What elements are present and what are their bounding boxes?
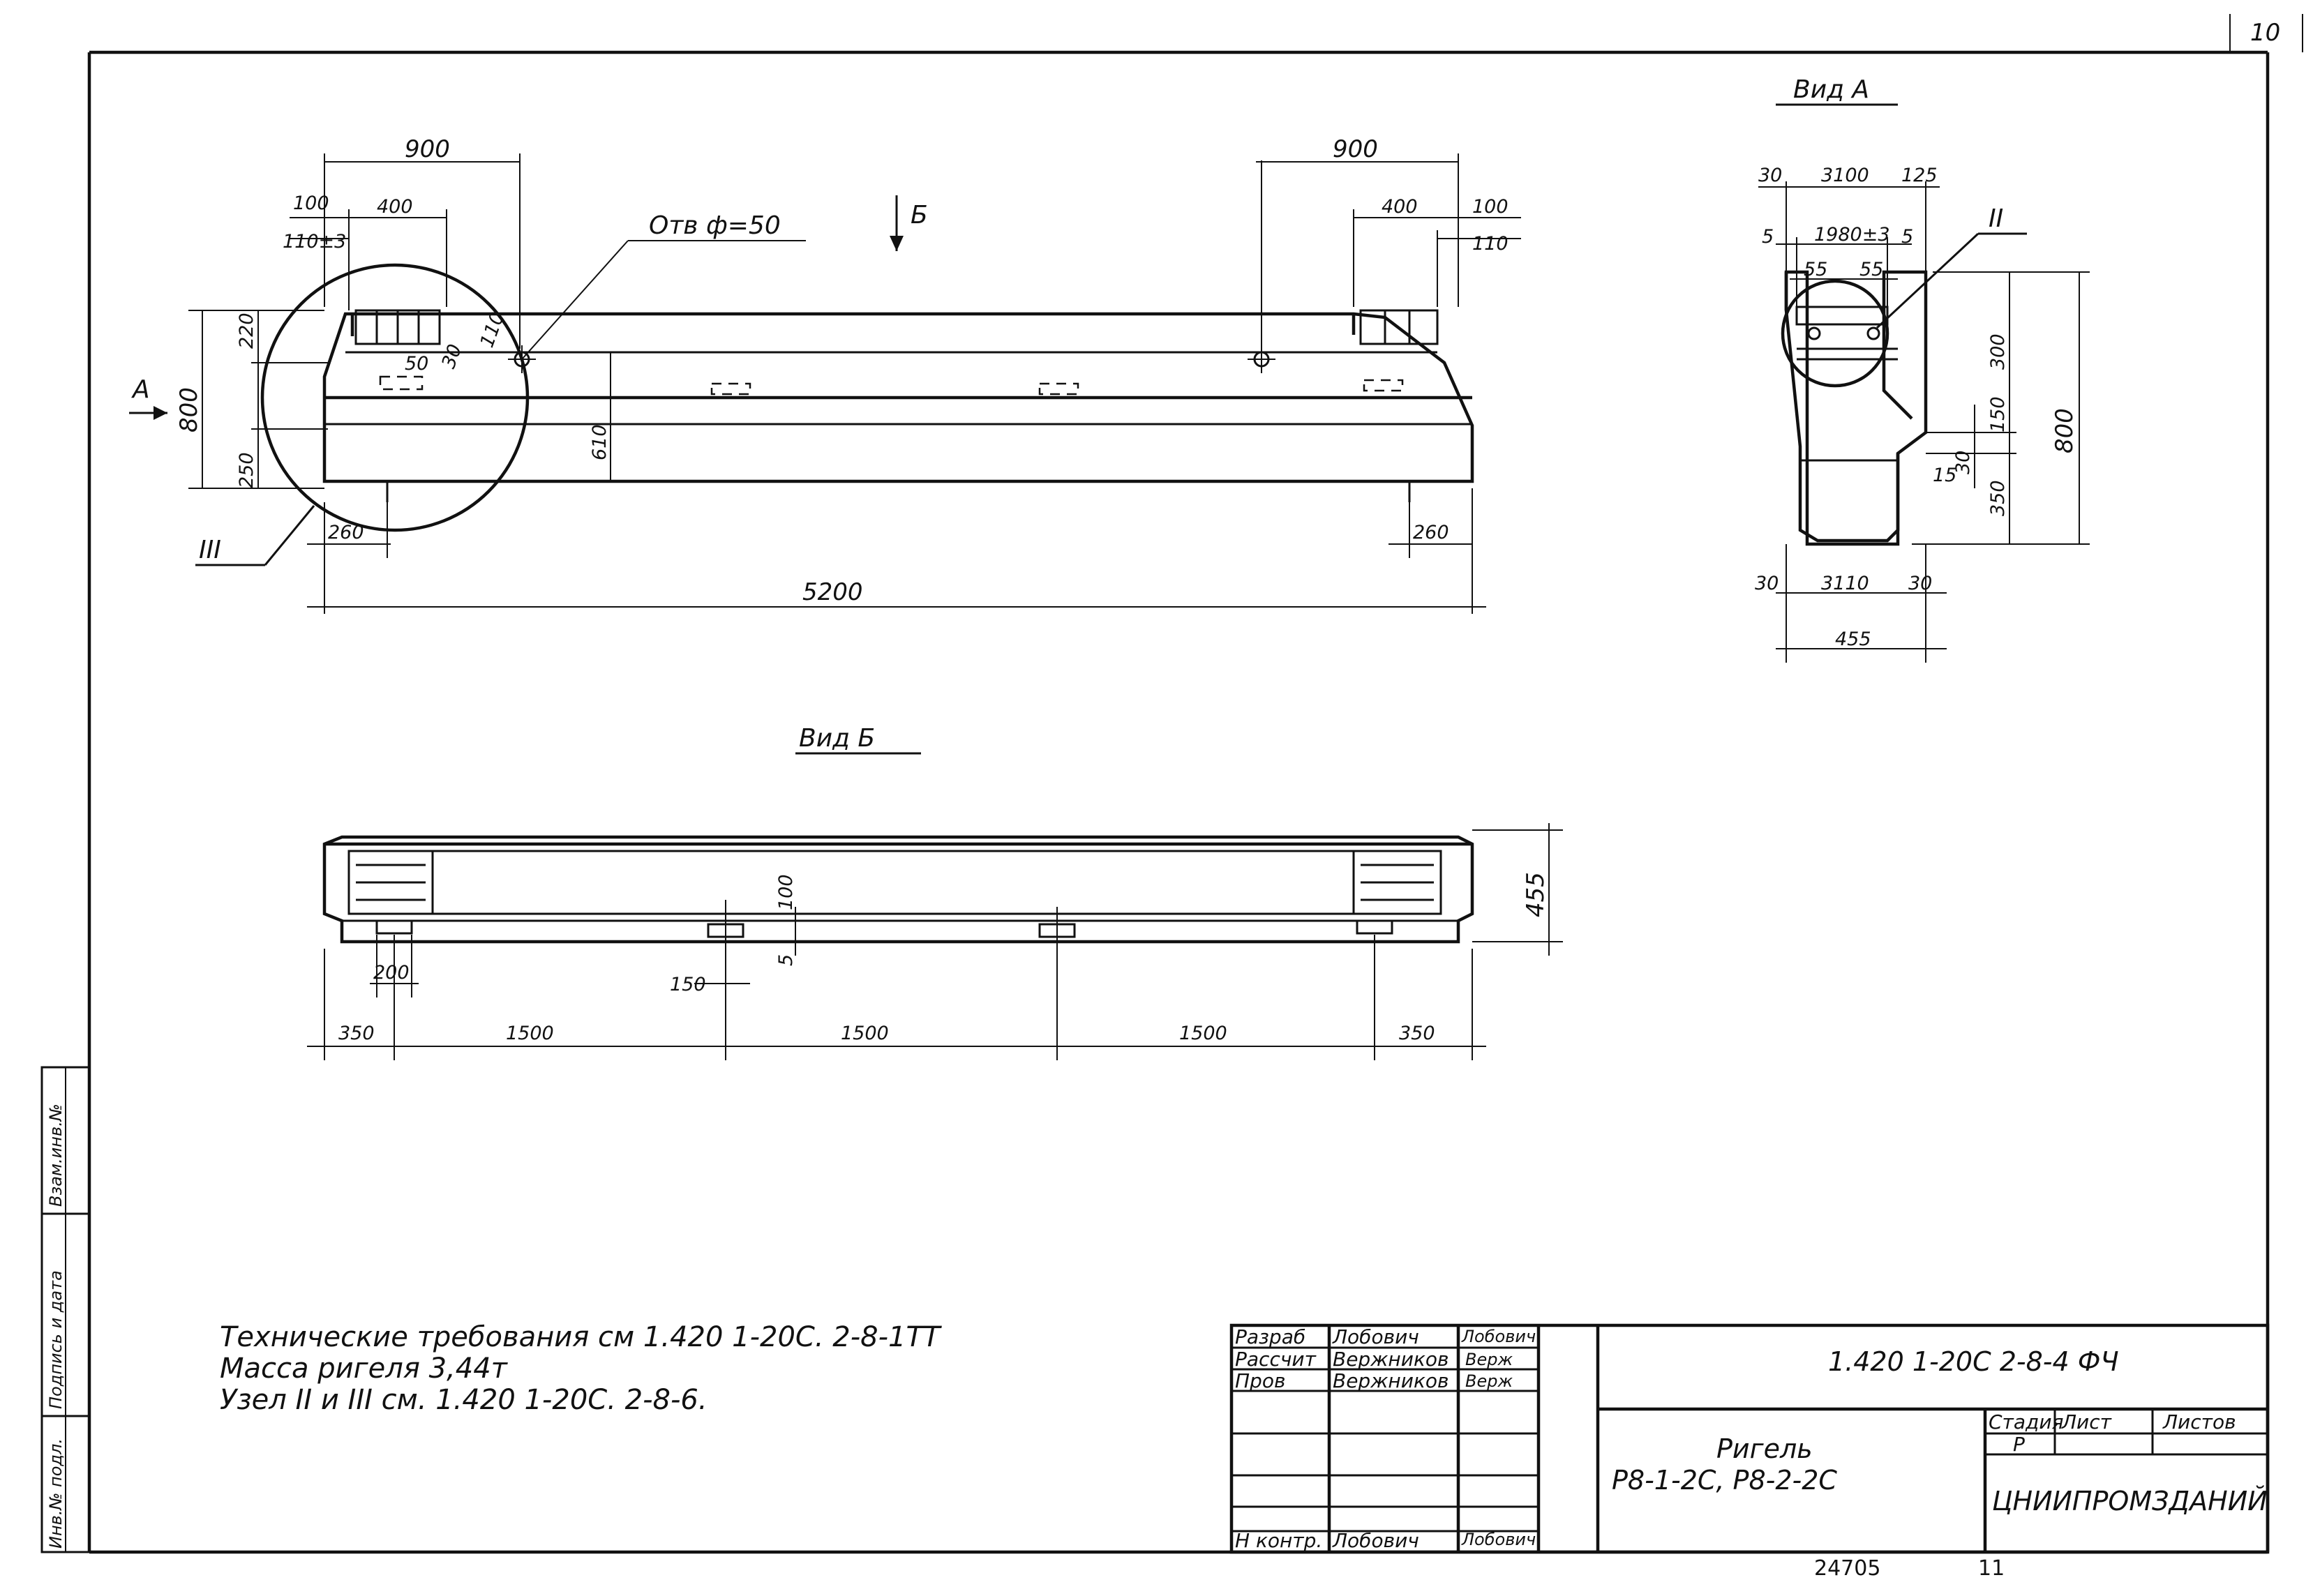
tb-document-code: 1.420 1-20С 2-8-4 ФЧ bbox=[1828, 1346, 2119, 1377]
view-b-dim-150: 150 bbox=[670, 974, 706, 995]
tb-stage-label: Стадия bbox=[1989, 1410, 2063, 1433]
tb-role-1: Рассчит bbox=[1235, 1348, 1317, 1371]
dim-right-400: 400 bbox=[1382, 196, 1418, 218]
dim-total-5200: 5200 bbox=[802, 578, 863, 606]
view-a-dim-3100: 3100 bbox=[1821, 165, 1869, 186]
view-b-dim-350-right: 350 bbox=[1399, 1023, 1435, 1044]
bottom-number-archive: 24705 bbox=[1814, 1556, 1880, 1581]
view-b-dim-1500-1: 1500 bbox=[506, 1023, 554, 1044]
tb-signature-1: Верж bbox=[1465, 1350, 1513, 1369]
view-a bbox=[1758, 103, 2090, 663]
tb-role-6: Н контр. bbox=[1235, 1529, 1322, 1552]
dim-bottom-right-260: 260 bbox=[1413, 522, 1449, 543]
tb-sheets-label: Листов bbox=[2162, 1410, 2236, 1433]
dim-left-900: 900 bbox=[405, 135, 450, 163]
tb-product-line2: Р8-1-2С, Р8-2-2С bbox=[1612, 1465, 1837, 1496]
view-a-dim-300: 300 bbox=[1987, 333, 2009, 370]
view-b-dim-100: 100 bbox=[775, 874, 797, 910]
view-b-title: Вид Б bbox=[799, 724, 875, 753]
note-nodes: Узел II и III см. 1.420 1-20С. 2-8-6. bbox=[220, 1384, 708, 1416]
note-tech-requirements: Технические требования см 1.420 1-20С. 2… bbox=[220, 1321, 943, 1353]
view-a-dim-455: 455 bbox=[1835, 628, 1871, 650]
tb-name-0: Лобович bbox=[1332, 1325, 1419, 1348]
tb-name-1: Вержников bbox=[1333, 1348, 1449, 1371]
dim-610: 610 bbox=[589, 424, 611, 460]
view-a-dim-30-bl: 30 bbox=[1755, 573, 1779, 594]
dim-left-50: 50 bbox=[405, 353, 428, 375]
dim-bottom-left-260: 260 bbox=[328, 522, 364, 543]
hole-label: Отв ф=50 bbox=[649, 211, 781, 240]
side-stamp-inv: Инв.№ подл. bbox=[46, 1438, 66, 1549]
side-stamp-sign: Подпись и дата bbox=[46, 1270, 66, 1409]
dim-right-110: 110 bbox=[1472, 233, 1509, 255]
tb-sheet-label: Лист bbox=[2061, 1410, 2112, 1433]
tb-signature-0: Лобович bbox=[1461, 1327, 1536, 1346]
node-label-iii: III bbox=[199, 536, 221, 564]
view-b bbox=[307, 752, 1563, 1060]
tb-organization: ЦНИИПРОМЗДАНИЙ bbox=[1992, 1486, 2268, 1516]
view-a-dim-55-right: 55 bbox=[1859, 259, 1883, 280]
side-stamp-replace: Взам.инв.№ bbox=[46, 1104, 66, 1207]
view-a-dim-30-top: 30 bbox=[1758, 165, 1782, 186]
node-label-ii: II bbox=[1989, 204, 2003, 233]
dim-left-800: 800 bbox=[175, 387, 203, 432]
view-b-dim-5: 5 bbox=[775, 954, 797, 966]
view-a-dim-5-left: 5 bbox=[1762, 226, 1774, 248]
dim-left-30: 30 bbox=[437, 342, 466, 372]
view-a-dim-55-left: 55 bbox=[1804, 259, 1827, 280]
view-b-dim-350-left: 350 bbox=[338, 1023, 375, 1044]
page-number: 10 bbox=[2250, 19, 2280, 47]
tb-signature-2: Верж bbox=[1465, 1371, 1513, 1391]
dim-right-900: 900 bbox=[1333, 135, 1378, 163]
view-a-dim-150: 150 bbox=[1987, 396, 2009, 432]
view-a-dim-15: 15 bbox=[1933, 465, 1956, 486]
dim-left-400: 400 bbox=[377, 196, 413, 218]
view-b-dim-455: 455 bbox=[1522, 872, 1550, 917]
tb-name-2: Вержников bbox=[1333, 1369, 1449, 1392]
dim-left-220: 220 bbox=[236, 313, 257, 349]
main-view bbox=[129, 153, 1521, 614]
bottom-number-sheet: 11 bbox=[1978, 1556, 2005, 1581]
view-b-dim-1500-2: 1500 bbox=[841, 1023, 889, 1044]
tb-product-line1: Ригель bbox=[1716, 1433, 1813, 1464]
view-a-dim-1980: 1980±3 bbox=[1814, 224, 1890, 246]
note-mass: Масса ригеля 3,44т bbox=[220, 1353, 509, 1385]
tb-role-2: Пров bbox=[1235, 1369, 1285, 1392]
dim-left-250: 250 bbox=[236, 452, 257, 488]
view-b-dim-200: 200 bbox=[373, 962, 410, 984]
view-a-dim-5-right: 5 bbox=[1901, 226, 1913, 248]
view-a-arrow-label: А bbox=[131, 375, 150, 404]
tb-role-0: Разраб bbox=[1235, 1325, 1305, 1348]
dim-right-100: 100 bbox=[1472, 196, 1509, 218]
view-a-title: Вид А bbox=[1793, 75, 1869, 104]
view-a-dim-30-br: 30 bbox=[1908, 573, 1932, 594]
dim-left-100: 100 bbox=[293, 193, 329, 214]
dim-left-110: 110±3 bbox=[283, 231, 346, 253]
view-b-arrow-label: Б bbox=[911, 201, 928, 229]
tb-name-6: Лобович bbox=[1332, 1529, 1419, 1552]
tb-signature-6: Лобович bbox=[1461, 1530, 1536, 1549]
title-block bbox=[1229, 1323, 2270, 1554]
view-a-dim-125: 125 bbox=[1901, 165, 1938, 186]
side-stamp bbox=[40, 1066, 91, 1553]
view-a-dim-350: 350 bbox=[1987, 480, 2009, 516]
tb-stage-value: Р bbox=[2013, 1433, 2025, 1456]
view-a-dim-800: 800 bbox=[2051, 408, 2079, 453]
view-a-dim-3110: 3110 bbox=[1821, 573, 1869, 594]
view-b-dim-1500-3: 1500 bbox=[1179, 1023, 1227, 1044]
view-a-dim-30-mid: 30 bbox=[1952, 451, 1974, 474]
